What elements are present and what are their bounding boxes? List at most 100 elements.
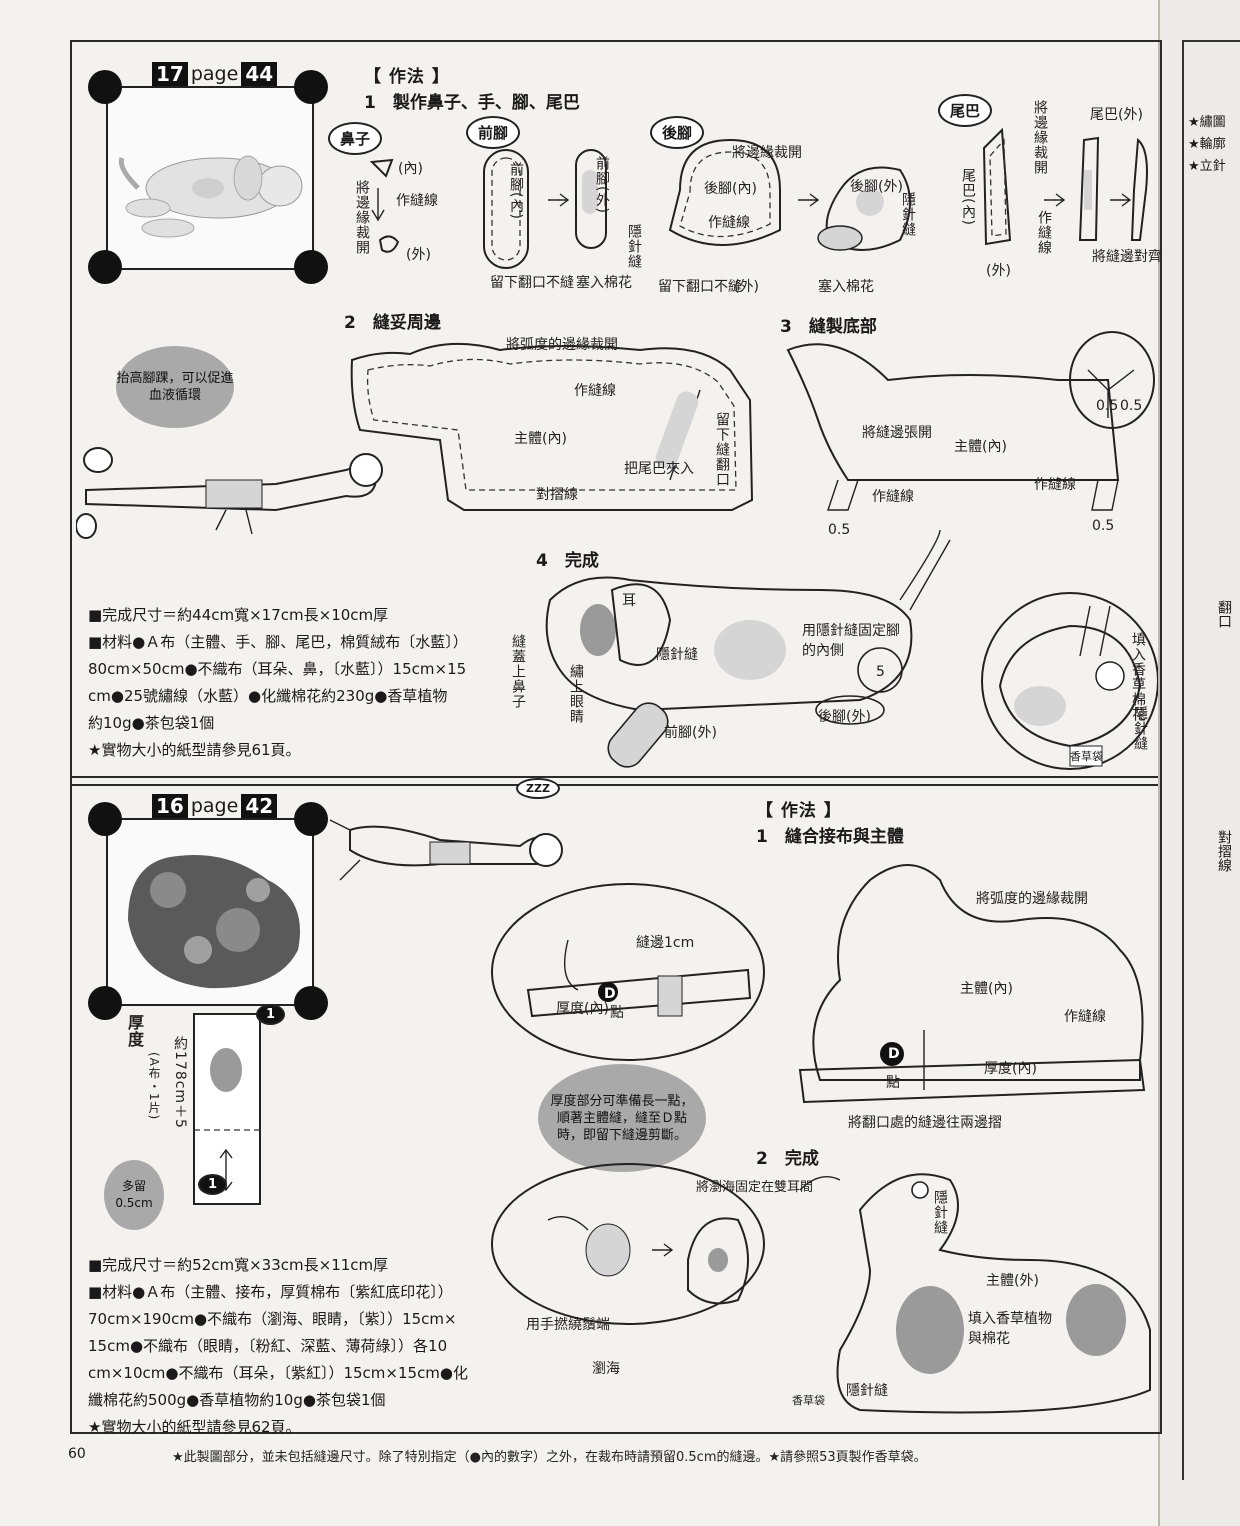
lying-person-illustration: [76, 447, 383, 539]
label-seam-step3b: 作縫線: [1034, 477, 1076, 493]
label-seam-1cm: 縫邊1cm: [636, 935, 695, 951]
label-back-leg: 後腳: [650, 116, 705, 149]
label-seam: 作縫線: [396, 193, 438, 209]
thickness-strip-diagram: [193, 1013, 261, 1205]
spec-material-line: cm●25號繡線（水藍）●化纖棉花約230g●香草植物: [88, 687, 448, 705]
stuffing-zoom-circle: [981, 592, 1158, 770]
edge-list: ★繡圖 ★輪廓 ★立針: [1188, 112, 1226, 178]
cat-body-pattern: [798, 864, 1146, 1104]
spec-material-line: 70cm×190cm●不織布（瀏海、眼睛，〔紫〕）15cm×: [88, 1310, 457, 1328]
label-cut-edge: 將邊緣裁開: [354, 180, 370, 255]
edge-item: ★繡圖: [1188, 115, 1226, 130]
label-herb-bag: 香草袋: [1070, 750, 1103, 763]
label-approx-length: 約178cm＋5: [172, 1036, 188, 1129]
label-tail-in: 尾巴(內): [960, 168, 976, 226]
spec-material-line: 80cm×50cm●不織布（耳朵、鼻，〔水藍〕）15cm×15: [88, 660, 467, 678]
corner-dot: [88, 250, 122, 284]
spec-block-top: ■完成尺寸＝約44cm寬×17cm長×10cm厚 ■材料●Ａ布（主體、手、腳、尾…: [88, 602, 468, 764]
tip-bubble-thickness: 厚度部分可準備長一點，順著主體縫，縫至Ｄ點時，即留下縫邊剪斷。: [538, 1064, 706, 1172]
label-fix-legs: 用隱針縫固定腳的內側: [802, 623, 900, 659]
label-outside-back: (外): [734, 279, 759, 295]
label-hidden-stitch-step4: 隱針縫: [656, 647, 698, 663]
label-half-zoom-b: 0.5: [1120, 398, 1143, 414]
spec-material-line: ■材料●Ａ布（主體、手、腳、尾巴，棉質絨布〔水藍〕）: [88, 633, 468, 651]
label-circle-5: 5: [876, 664, 885, 680]
page-frame: [70, 40, 1162, 1434]
label-insert-tail: 把尾巴夾入: [624, 461, 694, 477]
project-badge: 17 page 44: [152, 62, 278, 86]
finished-cat-drawing: [799, 1173, 1151, 1414]
spec-size: ■完成尺寸＝約52cm寬×33cm長×11cm厚: [88, 1256, 389, 1274]
label-hidden-stitch-back: 隱針縫: [900, 192, 916, 237]
step-1-title: 1 縫合接布與主體: [756, 827, 904, 847]
project-number: 17: [152, 62, 188, 86]
label-leave-open: 留下翻口不縫: [490, 275, 574, 291]
label-back-leg-in: 後腳(內): [704, 181, 757, 197]
spec-material-line: 纖棉花約500g●香草植物約10g●茶包袋1個: [88, 1391, 386, 1409]
spec-material-line: 約10g●茶包袋1個: [88, 714, 215, 732]
label-seam-cat: 作縫線: [1064, 1009, 1106, 1025]
cat-photo-illustration: [108, 820, 312, 1004]
label-cut-curve: 將弧度的邊緣裁開: [506, 337, 618, 353]
corner-dot: [88, 986, 122, 1020]
finished-dog-drawing: [545, 530, 951, 768]
corner-dot: [294, 250, 328, 284]
label-sew-nose: 縫蓋上鼻子: [510, 634, 526, 709]
label-inside: (內): [398, 161, 423, 177]
label-thick-in-cat: 厚度(內): [984, 1061, 1037, 1077]
label-thickness-sub: (A布・1片): [147, 1052, 161, 1121]
spec-reference: ★實物大小的紙型請參見61頁。: [88, 741, 301, 759]
label-point-d: D: [604, 986, 616, 1002]
label-twist: 用手撚繞鬚端: [526, 1317, 610, 1333]
project-badge: 16 page 42: [152, 794, 278, 818]
label-front-leg-out: 前腳(外): [594, 156, 610, 214]
label-half-right: 0.5: [1092, 518, 1115, 534]
page-label: page: [190, 795, 239, 817]
step-2-title: 2 完成: [756, 1149, 819, 1169]
project-page-number: 42: [241, 794, 278, 818]
label-herb-bag-cat: 香草袋: [792, 1394, 825, 1407]
label-cut-edge-back: 將邊緣裁開: [732, 145, 802, 161]
label-front-leg-in: 前腳(內): [508, 162, 524, 220]
spec-reference: ★實物大小的紙型請參見62頁。: [88, 1418, 301, 1436]
label-tail-outside: (外): [986, 263, 1011, 279]
corner-dot: [88, 802, 122, 836]
zzz-bubble: ZZZ: [516, 778, 560, 799]
label-cut-edge-tail: 將邊緣裁開: [1032, 100, 1048, 175]
adjacent-page-edge: ★繡圖 ★輪廓 ★立針 翻口 對摺線: [1158, 0, 1240, 1526]
label-tail-out: 尾巴(外): [1090, 107, 1143, 123]
label-leave-open-v: 留下縫翻口: [714, 412, 730, 487]
sleeping-person-illustration: [329, 819, 563, 881]
label-stuff-back: 塞入棉花: [818, 279, 874, 295]
corner-dot: [294, 70, 328, 104]
label-nose: 鼻子: [328, 122, 383, 155]
spec-size: ■完成尺寸＝約44cm寬×17cm長×10cm厚: [88, 606, 389, 624]
label-front-leg-step4: 前腳(外): [664, 725, 717, 741]
label-sew-eyes: 繡上眼睛: [568, 664, 584, 724]
method-title: 【 作法 】: [364, 67, 450, 87]
label-outside: (外): [406, 247, 431, 263]
step-2-title: 2 縫妥周邊: [344, 313, 441, 333]
label-seam-step3: 作縫線: [872, 489, 914, 505]
spec-material-line: cm×10cm●不織布（耳朵，〔紫紅〕）15cm×15cm●化: [88, 1364, 469, 1382]
label-leave-open-back: 留下翻口不縫: [658, 279, 742, 295]
section-divider: [70, 776, 1158, 786]
label-seam-tail: 作縫線: [1036, 210, 1052, 255]
label-half-zoom-a: 0.5: [1096, 398, 1119, 414]
step-4-title: 4 完成: [536, 551, 599, 571]
spec-material-line: ■材料●Ａ布（主體、接布，厚質棉布〔紫紅底印花〕）: [88, 1283, 453, 1301]
spec-block-bottom: ■完成尺寸＝約52cm寬×33cm長×11cm厚 ■材料●Ａ布（主體、接布，厚質…: [88, 1252, 468, 1441]
label-point-cat: 點: [886, 1075, 900, 1091]
label-body-out: 主體(外): [986, 1273, 1039, 1289]
label-point: 點: [610, 1005, 624, 1021]
edge-rule: [1182, 40, 1240, 42]
dog-photo-illustration: [108, 88, 312, 268]
bangs-zoom-circle: [491, 1163, 765, 1325]
label-hidden-stitch-zoom: 隱針縫: [1132, 706, 1148, 751]
label-fold-line: 對摺線: [536, 487, 578, 503]
corner-dot: [294, 986, 328, 1020]
corner-dot: [88, 70, 122, 104]
project-number: 16: [152, 794, 188, 818]
label-hidden-stitch: 隱針縫: [626, 224, 642, 269]
edge-word-fold: 對摺線: [1216, 830, 1232, 872]
